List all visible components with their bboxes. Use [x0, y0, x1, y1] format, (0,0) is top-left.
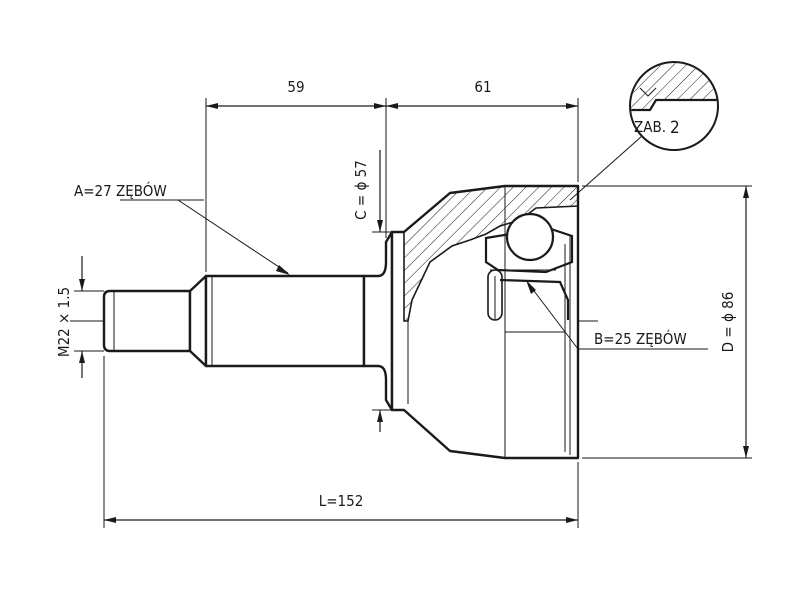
- dim-59: 59: [205, 78, 387, 272]
- leader-outer-splines: A=27 ZĘBÓW: [74, 181, 290, 275]
- dim-61-label: 61: [474, 78, 491, 96]
- dim-thread: M22 × 1.5: [55, 256, 104, 378]
- dim-outer-diameter-label: D = ϕ 86: [719, 292, 737, 353]
- dim-outer-diameter: D = ϕ 86: [582, 185, 752, 459]
- leader-inner-splines: B=25 ZĘBÓW: [526, 280, 708, 350]
- thread-shoulder: [188, 274, 208, 368]
- detail-label: ZAB.: [634, 118, 666, 136]
- cv-joint-body: [102, 184, 580, 460]
- outer-splines-label: A=27 ZĘBÓW: [74, 181, 167, 200]
- dim-thread-label: M22 × 1.5: [55, 287, 73, 357]
- detail-number: 2: [670, 118, 680, 138]
- inner-splines-label: B=25 ZĘBÓW: [594, 329, 687, 348]
- splined-shaft: [204, 274, 366, 368]
- dim-59-label: 59: [287, 78, 304, 96]
- dim-total-length-label: L=152: [319, 492, 364, 510]
- bearing-ball: [505, 212, 555, 262]
- housing-section-hatch: [403, 185, 579, 322]
- threaded-end: [102, 289, 192, 353]
- dim-seal-diameter-label: C = ϕ 57: [352, 160, 370, 220]
- detail-callout: ZAB. 2: [569, 61, 719, 201]
- shaft-neck: [362, 230, 394, 412]
- dim-total-length: L=152: [103, 356, 579, 528]
- dim-61: 61: [386, 78, 579, 182]
- dim-seal-diameter: C = ϕ 57: [352, 150, 392, 432]
